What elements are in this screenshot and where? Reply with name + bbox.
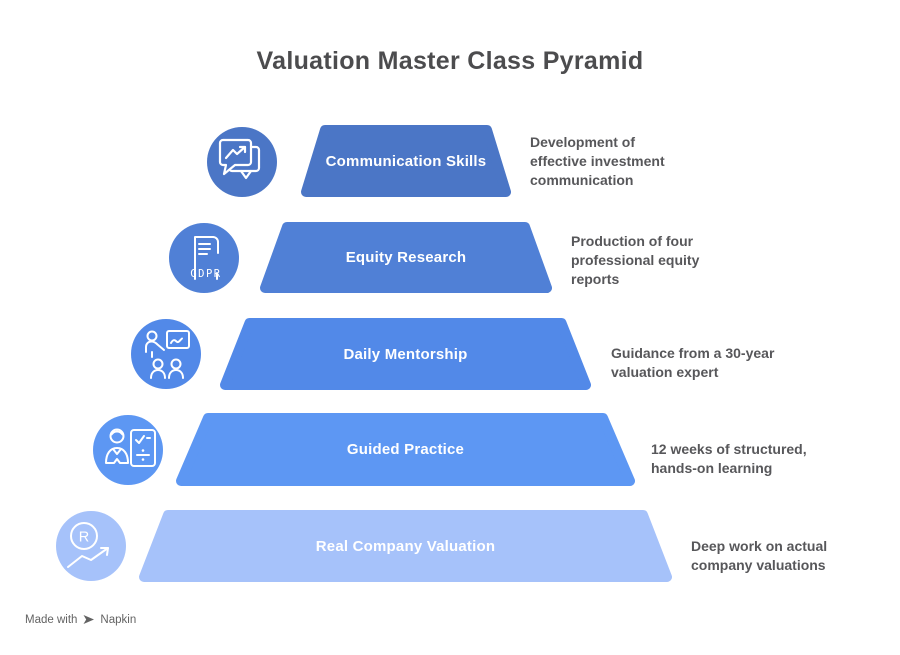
level-1-description: Development of effective investment comm… xyxy=(530,134,665,188)
pyramid-level-3-shape xyxy=(220,318,591,390)
pyramid-level-2: Equity Research xyxy=(260,222,552,293)
r-growth-chart-icon: R xyxy=(56,511,126,581)
svg-text:R: R xyxy=(79,530,89,546)
gdpr-document-icon: GDPR xyxy=(169,223,239,293)
napkin-logo-icon xyxy=(83,615,95,624)
pyramid-level-2-label: Equity Research xyxy=(345,249,467,266)
pyramid-level-5-shape xyxy=(139,510,672,582)
pyramid-level-1-shape xyxy=(301,125,511,197)
pyramid-level-4-label: Guided Practice xyxy=(346,441,465,458)
pyramid-level-5-label: Real Company Valuation xyxy=(315,537,496,555)
page-title: Valuation Master Class Pyramid xyxy=(256,47,644,75)
level-4-description: 12 weeks of structured, hands-on learnin… xyxy=(651,441,807,476)
level-3-description: Guidance from a 30-year valuation expert xyxy=(611,345,775,380)
napkin-watermark[interactable]: Made with Napkin xyxy=(25,613,136,626)
pyramid-level-1-label: Communication Skills xyxy=(325,152,487,170)
pyramid-level-4: Guided Practice xyxy=(176,413,635,486)
chat-bubbles-trend-icon xyxy=(207,127,277,197)
watermark-brand: Napkin xyxy=(100,613,137,626)
level-5-description: Deep work on actual company valuations xyxy=(691,538,828,573)
pyramid-level-4-shape xyxy=(176,413,635,486)
svg-text:GDPR: GDPR xyxy=(190,268,221,280)
pyramid-level-1: Communication Skills xyxy=(301,125,511,197)
pyramid-level-3: Daily Mentorship xyxy=(220,318,591,390)
pyramid-level-5: Real Company Valuation xyxy=(139,510,672,582)
mentorship-presentation-icon xyxy=(131,319,201,389)
watermark-prefix: Made with xyxy=(25,613,78,626)
practice-board-icon xyxy=(93,415,163,485)
pyramid-level-3-label: Daily Mentorship xyxy=(343,345,468,363)
pyramid-level-2-shape xyxy=(260,222,552,293)
level-2-description: Production of four professional equity r… xyxy=(571,233,700,287)
